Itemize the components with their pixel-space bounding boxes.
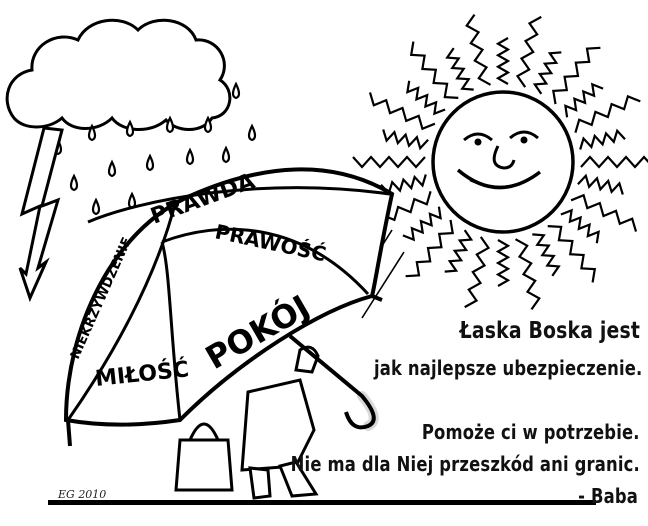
sun-ray	[570, 193, 638, 232]
sun-ray	[560, 208, 600, 244]
sun-rays	[352, 13, 648, 311]
sun	[431, 90, 575, 234]
sun-ray	[380, 174, 427, 196]
sun-ray	[580, 155, 648, 169]
sun-right-eye	[509, 130, 539, 140]
sun-ray	[532, 233, 561, 277]
sun-ray	[564, 82, 604, 118]
sun-ray	[515, 15, 542, 88]
sun-ray	[402, 206, 442, 242]
woman-figure	[174, 345, 320, 500]
raindrops	[53, 81, 257, 216]
sun-ray	[445, 47, 474, 91]
sun-left-eye	[463, 132, 493, 142]
sun-ray	[405, 219, 454, 278]
ground-line	[48, 500, 596, 505]
handbag	[174, 438, 234, 492]
sun-ray	[465, 13, 492, 86]
rain-cloud	[5, 18, 232, 132]
sun-nose	[492, 145, 516, 170]
artist-signature: EG 2010	[58, 488, 107, 501]
sun-ray	[495, 37, 511, 85]
sun-ray	[368, 92, 436, 131]
sun-ray	[577, 173, 624, 195]
quote-line-2: jak najlepsze ubezpieczenie.	[373, 356, 642, 380]
sun-ray	[552, 46, 601, 105]
sun-ray	[547, 225, 597, 283]
quote-attribution: - Baba	[578, 484, 638, 508]
quote-line-3: Pomoże ci w potrzebie.	[422, 420, 640, 444]
sun-ray	[464, 236, 491, 309]
sun-ray	[574, 94, 641, 134]
sun-ray	[382, 129, 429, 151]
lightning-bolt	[18, 126, 64, 303]
sun-ray	[514, 238, 541, 311]
sun-ray	[409, 41, 459, 99]
quote-line-4: Nie ma dla Niej przeszkód ani granic.	[290, 452, 640, 476]
umbrella-handle	[288, 334, 376, 430]
quote-line-1: Łaska Boska jest	[459, 318, 640, 344]
sun-ray	[579, 128, 626, 150]
sun-ray	[352, 155, 426, 169]
sun-ray	[495, 239, 511, 287]
sun-ray	[444, 229, 474, 273]
sun-ray	[406, 80, 446, 116]
umbrella: PRAWDA NIEKRZYWDZENIE PRAWOŚĆ MIŁOŚĆ POK…	[63, 167, 395, 447]
sun-ray	[532, 51, 562, 95]
